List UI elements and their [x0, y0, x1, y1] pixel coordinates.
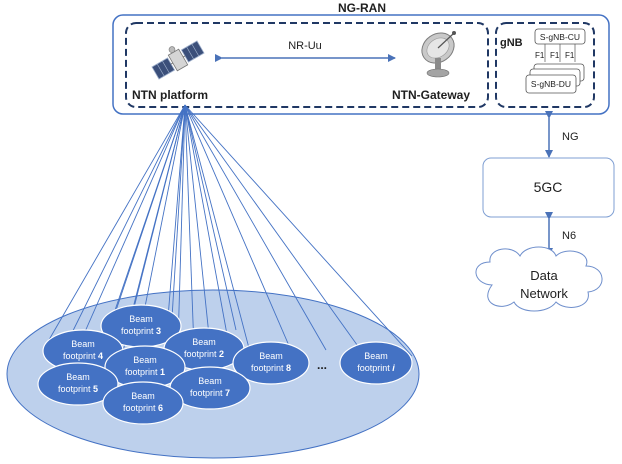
beam-footprint: Beam footprint 3: [100, 304, 182, 348]
svg-text:Beam: Beam: [131, 391, 155, 401]
core-5gc-label: 5GC: [534, 179, 563, 195]
data-network-label-line1: Data: [530, 268, 558, 283]
gnb-title: gNB: [500, 37, 523, 49]
data-network-cloud: [475, 246, 603, 312]
svg-text:footprint 8: footprint 8: [251, 363, 291, 373]
beam-footprint: Beam footprint 5: [37, 362, 119, 406]
svg-text:Beam: Beam: [198, 376, 222, 386]
svg-text:Beam: Beam: [71, 339, 95, 349]
svg-text:Beam: Beam: [133, 355, 157, 365]
du-label: S-gNB-DU: [531, 79, 571, 89]
ng-ran-title: NG-RAN: [338, 1, 386, 15]
beam-lines: [45, 104, 413, 394]
ntn-platform-label: NTN platform: [132, 88, 208, 102]
nr-uu-label: NR-Uu: [288, 40, 322, 52]
satellite-dish-icon: [421, 31, 456, 78]
gnb-dashed-box: [495, 22, 595, 108]
beam-footprint: Beam footprint i: [339, 341, 413, 385]
svg-text:footprint 5: footprint 5: [58, 384, 98, 394]
cu-label: S-gNB-CU: [540, 32, 580, 42]
beam-ellipsis: ...: [317, 358, 327, 372]
svg-text:footprint 3: footprint 3: [121, 326, 161, 336]
f1-label: F1: [550, 51, 560, 60]
beam-footprint: Beam footprint 6: [102, 381, 184, 425]
svg-text:Beam: Beam: [364, 351, 388, 361]
svg-text:Beam: Beam: [66, 372, 90, 382]
beam-footprint: Beam footprint 8: [232, 341, 310, 385]
svg-text:footprint 6: footprint 6: [123, 403, 163, 413]
svg-text:footprint 7: footprint 7: [190, 388, 230, 398]
f1-label: F1: [565, 51, 575, 60]
svg-text:footprint 4: footprint 4: [63, 351, 103, 361]
beam-footprint: Beam footprint 7: [169, 366, 251, 410]
n6-label: N6: [562, 230, 576, 242]
ng-ran-box: [112, 14, 610, 115]
data-network-label-line2: Network: [520, 286, 568, 301]
du-box: [525, 74, 577, 94]
ng-label: NG: [562, 131, 579, 143]
beam-footprint: Beam footprint 4: [42, 329, 124, 373]
f1-label: F1: [535, 51, 545, 60]
satellite-icon: [151, 40, 205, 80]
svg-text:footprint i: footprint i: [357, 363, 395, 373]
ntn-gateway-label: NTN-Gateway: [392, 88, 470, 102]
svg-text:footprint 2: footprint 2: [184, 349, 224, 359]
svg-text:Beam: Beam: [259, 351, 283, 361]
svg-text:Beam: Beam: [192, 337, 216, 347]
ntn-dashed-box: [125, 22, 489, 108]
svg-text:Beam: Beam: [129, 314, 153, 324]
svg-text:footprint 1: footprint 1: [125, 367, 165, 377]
